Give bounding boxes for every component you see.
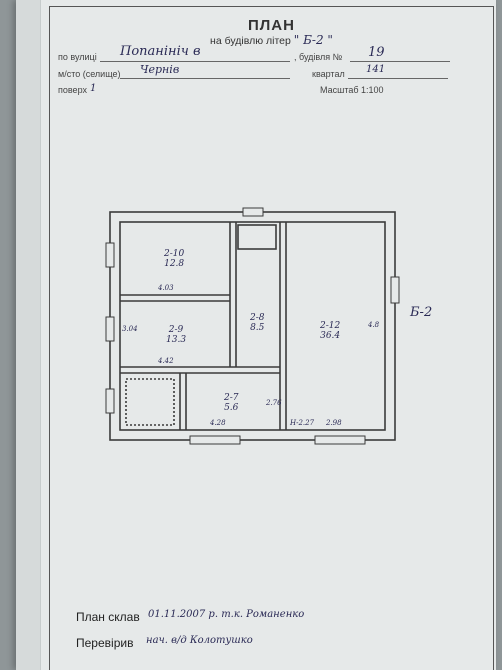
dimension-label: 4.03 xyxy=(158,284,174,292)
dimension-label: H-2.27 xyxy=(290,419,315,427)
stair-area xyxy=(125,378,175,426)
subtitle-text: на будівлю літер xyxy=(210,35,291,47)
document-page: ПЛАН на будівлю літер " Б-2 " по вулиці … xyxy=(16,0,496,670)
plan-subtitle: на будівлю літер " Б-2 " xyxy=(50,33,493,47)
page-binding-edge xyxy=(16,0,41,670)
room-code: 2-12 xyxy=(320,321,341,331)
window-left-2 xyxy=(105,316,115,342)
dimension-label: 4.8 xyxy=(368,321,380,329)
compiled-by-label: План склав xyxy=(76,610,140,624)
room-area: 5.6 xyxy=(224,403,239,413)
room-code: 2-8 xyxy=(250,313,265,323)
scale-label: Масштаб 1:100 xyxy=(320,85,384,95)
compiled-by-value: 01.11.2007 р. т.к. Романенко xyxy=(148,609,305,620)
dimension-label: 2.76 xyxy=(266,399,282,407)
room-area: 36.4 xyxy=(320,331,341,341)
checked-by-value: нач. в/д Колотушко xyxy=(146,635,253,646)
city-underline xyxy=(120,78,290,79)
bathroom-block xyxy=(237,224,277,250)
room-area: 8.5 xyxy=(250,323,265,333)
floor-value: 1 xyxy=(90,83,97,94)
street-label: по вулиці xyxy=(58,52,97,62)
city-label: м/сто (селище) xyxy=(58,69,121,79)
floor-plan-drawing xyxy=(105,207,400,445)
room-2-12: 2-12 36.4 xyxy=(320,321,340,341)
window-right xyxy=(390,276,400,304)
room-code: 2-7 xyxy=(224,393,239,403)
street-underline xyxy=(100,61,290,62)
room-area: 12.8 xyxy=(164,259,185,269)
dimension-label: 4.42 xyxy=(158,357,174,365)
room-2-9: 2-9 13.3 xyxy=(166,325,186,345)
room-2-10: 2-10 12.8 xyxy=(164,249,184,269)
block-value: 141 xyxy=(366,64,386,75)
street-value: Попанініч в xyxy=(120,44,201,59)
window-bottom-1 xyxy=(189,435,241,445)
inner-wall xyxy=(119,221,386,431)
dimension-label: 3.04 xyxy=(122,325,138,333)
window-bottom-2 xyxy=(314,435,366,445)
building-number-label: , будівля № xyxy=(294,52,343,62)
building-letter-mark: Б-2 xyxy=(410,305,433,320)
form-frame: ПЛАН на будівлю літер " Б-2 " по вулиці … xyxy=(49,6,494,670)
window-left-3 xyxy=(105,388,115,414)
city-value: Чернів xyxy=(140,63,180,76)
dimension-label: 4.28 xyxy=(210,419,226,427)
room-area: 13.3 xyxy=(166,335,187,345)
room-2-7: 2-7 5.6 xyxy=(224,393,239,413)
dimension-label: 2.98 xyxy=(326,419,342,427)
room-2-8: 2-8 8.5 xyxy=(250,313,265,333)
floor-label: поверх xyxy=(58,85,87,95)
window-top xyxy=(242,207,264,217)
room-code: 2-10 xyxy=(164,249,185,259)
room-code: 2-9 xyxy=(168,325,184,335)
building-number-value: 19 xyxy=(368,45,385,60)
building-letter-value: " Б-2 " xyxy=(293,33,333,47)
window-left-1 xyxy=(105,242,115,268)
block-label: квартал xyxy=(312,69,345,79)
building-number-underline xyxy=(350,61,450,62)
block-underline xyxy=(348,78,448,79)
checked-by-label: Перевірив xyxy=(76,636,134,650)
plan-title: ПЛАН xyxy=(248,17,295,34)
